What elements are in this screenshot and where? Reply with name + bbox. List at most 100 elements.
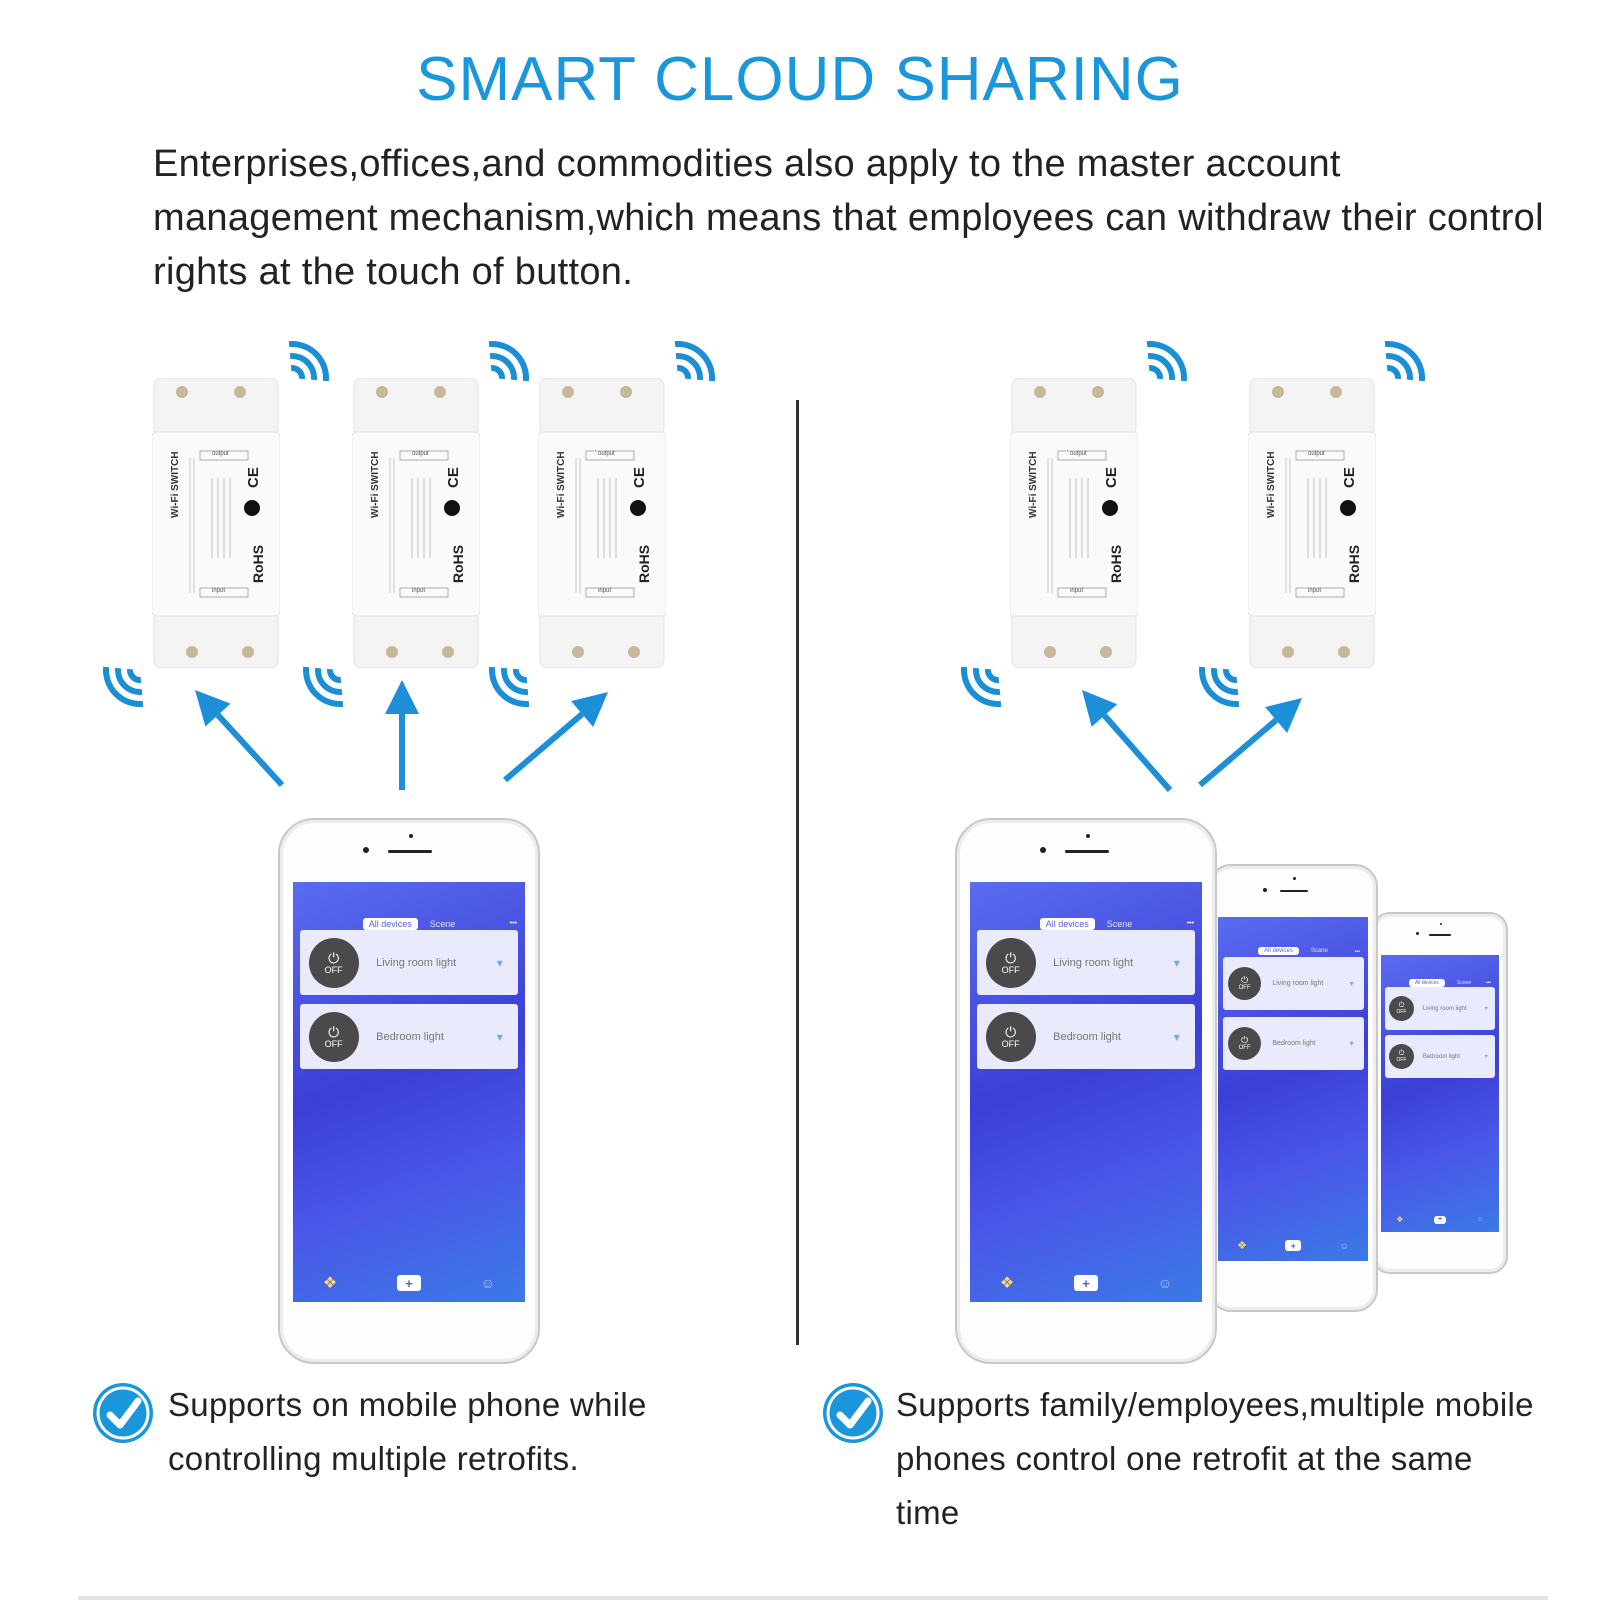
power-icon: ⏻ bbox=[328, 949, 340, 966]
page-title: SMART CLOUD SHARING bbox=[416, 45, 1184, 114]
device-name: Bedroom light bbox=[1053, 1030, 1121, 1043]
brand-label: Wi-Fi SWITCH bbox=[170, 451, 181, 518]
brand-label: Wi-Fi SWITCH bbox=[1266, 451, 1277, 518]
power-toggle-button[interactable]: ⏻ OFF bbox=[308, 937, 359, 988]
wifi-icon: ▾ bbox=[1349, 1039, 1354, 1048]
wifi-signal-icon bbox=[1146, 341, 1187, 382]
power-state-label: OFF bbox=[324, 1038, 343, 1049]
bottom-nav: ❖ + ☺ bbox=[1218, 1230, 1368, 1261]
power-toggle-button[interactable]: ⏻ OFF bbox=[1388, 996, 1414, 1021]
wifi-signal-icon bbox=[961, 666, 1002, 707]
tab-all-devices[interactable]: All devices bbox=[1258, 947, 1299, 956]
device-card[interactable]: ⏻ OFF Living room light ▾ bbox=[1384, 987, 1496, 1030]
power-toggle-button[interactable]: ⏻ OFF bbox=[308, 1011, 359, 1062]
device-name: Living room light bbox=[1422, 1005, 1467, 1012]
profile-icon[interactable]: ☺ bbox=[480, 1275, 496, 1292]
more-menu-icon[interactable]: ••• bbox=[1485, 979, 1491, 986]
app-screen: All devices Scene ••• ⏻ OFF Living room … bbox=[1381, 955, 1499, 1232]
rohs-label: RoHS bbox=[250, 544, 266, 583]
device-tabs: All devices Scene bbox=[1218, 938, 1368, 966]
add-icon[interactable]: + bbox=[1074, 1275, 1099, 1292]
wifi-icon: ▾ bbox=[496, 955, 503, 970]
tab-all-devices[interactable]: All devices bbox=[362, 917, 418, 930]
power-state-label: OFF bbox=[1238, 1045, 1251, 1051]
section-divider bbox=[796, 400, 799, 1345]
more-menu-icon[interactable]: ••• bbox=[509, 920, 517, 928]
phone-back-medium: All devices Scene ••• ⏻ OFF Living room … bbox=[1208, 864, 1378, 1312]
speaker bbox=[1429, 934, 1451, 936]
power-toggle-button[interactable]: ⏻ OFF bbox=[1388, 1044, 1414, 1069]
add-icon[interactable]: + bbox=[1433, 1215, 1446, 1224]
device-card[interactable]: ⏻ OFF Bedroom light ▾ bbox=[1222, 1017, 1364, 1070]
device-tabs: All devices Scene bbox=[293, 907, 525, 941]
module-body bbox=[1247, 377, 1377, 669]
more-menu-icon[interactable]: ••• bbox=[1354, 948, 1360, 955]
profile-icon[interactable]: ☺ bbox=[1476, 1216, 1484, 1224]
tab-scene[interactable]: Scene bbox=[1456, 979, 1472, 986]
home-icon[interactable]: ❖ bbox=[999, 1275, 1015, 1293]
wifi-icon: ▾ bbox=[1484, 1006, 1488, 1012]
footer-rule bbox=[78, 1596, 1548, 1600]
home-icon[interactable]: ❖ bbox=[1237, 1240, 1248, 1253]
power-icon: ⏻ bbox=[1005, 1023, 1017, 1040]
device-card[interactable]: ⏻ OFF Bedroom light ▾ bbox=[976, 1004, 1196, 1069]
tab-scene[interactable]: Scene bbox=[1106, 918, 1133, 929]
sensor-dot bbox=[409, 834, 413, 838]
wifi-switch-module: Wi-Fi SWITCH RoHS CE output input bbox=[537, 377, 667, 669]
profile-icon[interactable]: ☺ bbox=[1157, 1275, 1173, 1292]
module-body bbox=[351, 377, 481, 669]
tab-all-devices[interactable]: All devices bbox=[1039, 917, 1095, 930]
device-card[interactable]: ⏻ OFF Living room light ▾ bbox=[976, 930, 1196, 995]
home-icon[interactable]: ❖ bbox=[322, 1275, 338, 1293]
wifi-icon: ▾ bbox=[1173, 955, 1180, 970]
rohs-label: RoHS bbox=[1346, 544, 1362, 583]
power-state-label: OFF bbox=[1396, 1009, 1407, 1015]
module-body bbox=[537, 377, 667, 669]
rohs-label: RoHS bbox=[450, 544, 466, 583]
power-toggle-button[interactable]: ⏻ OFF bbox=[985, 937, 1036, 988]
device-card[interactable]: ⏻ OFF Bedroom light ▾ bbox=[1384, 1035, 1496, 1078]
power-state-label: OFF bbox=[1238, 985, 1251, 991]
wifi-switch-module: Wi-Fi SWITCH RoHS CE output input bbox=[351, 377, 481, 669]
caption-right: Supports family/employees,multiple mobil… bbox=[896, 1386, 1534, 1531]
input-label: input bbox=[598, 588, 612, 594]
power-toggle-button[interactable]: ⏻ OFF bbox=[1228, 1027, 1262, 1060]
check-icon bbox=[823, 1383, 883, 1443]
phone-back-small: All devices Scene ••• ⏻ OFF Living room … bbox=[1372, 912, 1508, 1274]
device-tabs: All devices Scene bbox=[970, 907, 1202, 941]
bottom-nav: ❖ + ☺ bbox=[1381, 1207, 1499, 1232]
tab-scene[interactable]: Scene bbox=[1310, 948, 1328, 955]
device-name: Living room light bbox=[1053, 956, 1134, 969]
front-camera bbox=[1263, 888, 1267, 892]
input-label: input bbox=[1308, 588, 1322, 594]
check-icon bbox=[93, 1383, 153, 1443]
phone-left: All devices Scene ••• ⏻ OFF Living room … bbox=[278, 818, 540, 1364]
tab-scene[interactable]: Scene bbox=[429, 918, 456, 929]
device-tabs: All devices Scene bbox=[1381, 972, 1499, 994]
app-screen: All devices Scene ••• ⏻ OFF Living room … bbox=[1218, 917, 1368, 1261]
device-card[interactable]: ⏻ OFF Living room light ▾ bbox=[299, 930, 519, 995]
tab-all-devices[interactable]: All devices bbox=[1408, 978, 1445, 987]
home-icon[interactable]: ❖ bbox=[1396, 1215, 1404, 1225]
output-label: output bbox=[212, 451, 229, 457]
brand-label: Wi-Fi SWITCH bbox=[556, 451, 567, 518]
phone-front-right: All devices Scene ••• ⏻ OFF Living room … bbox=[955, 818, 1217, 1364]
power-icon: ⏻ bbox=[1398, 1002, 1405, 1009]
power-toggle-button[interactable]: ⏻ OFF bbox=[1228, 967, 1262, 1000]
caption-left: Supports on mobile phone while controlli… bbox=[168, 1386, 647, 1477]
status-bar bbox=[1218, 917, 1368, 938]
device-name: Bedroom light bbox=[376, 1030, 444, 1043]
profile-icon[interactable]: ☺ bbox=[1339, 1240, 1349, 1251]
wifi-signal-icon bbox=[303, 666, 344, 707]
arrow-icon bbox=[195, 690, 285, 788]
sensor-dot bbox=[1086, 834, 1090, 838]
arrow-icon bbox=[503, 692, 608, 783]
output-label: output bbox=[1308, 451, 1325, 457]
add-icon[interactable]: + bbox=[1285, 1240, 1302, 1252]
more-menu-icon[interactable]: ••• bbox=[1186, 920, 1194, 928]
add-icon[interactable]: + bbox=[397, 1275, 422, 1292]
power-toggle-button[interactable]: ⏻ OFF bbox=[985, 1011, 1036, 1062]
wifi-switch-module: Wi-Fi SWITCH RoHS CE output input bbox=[1009, 377, 1139, 669]
device-card[interactable]: ⏻ OFF Bedroom light ▾ bbox=[299, 1004, 519, 1069]
device-card[interactable]: ⏻ OFF Living room light ▾ bbox=[1222, 957, 1364, 1010]
